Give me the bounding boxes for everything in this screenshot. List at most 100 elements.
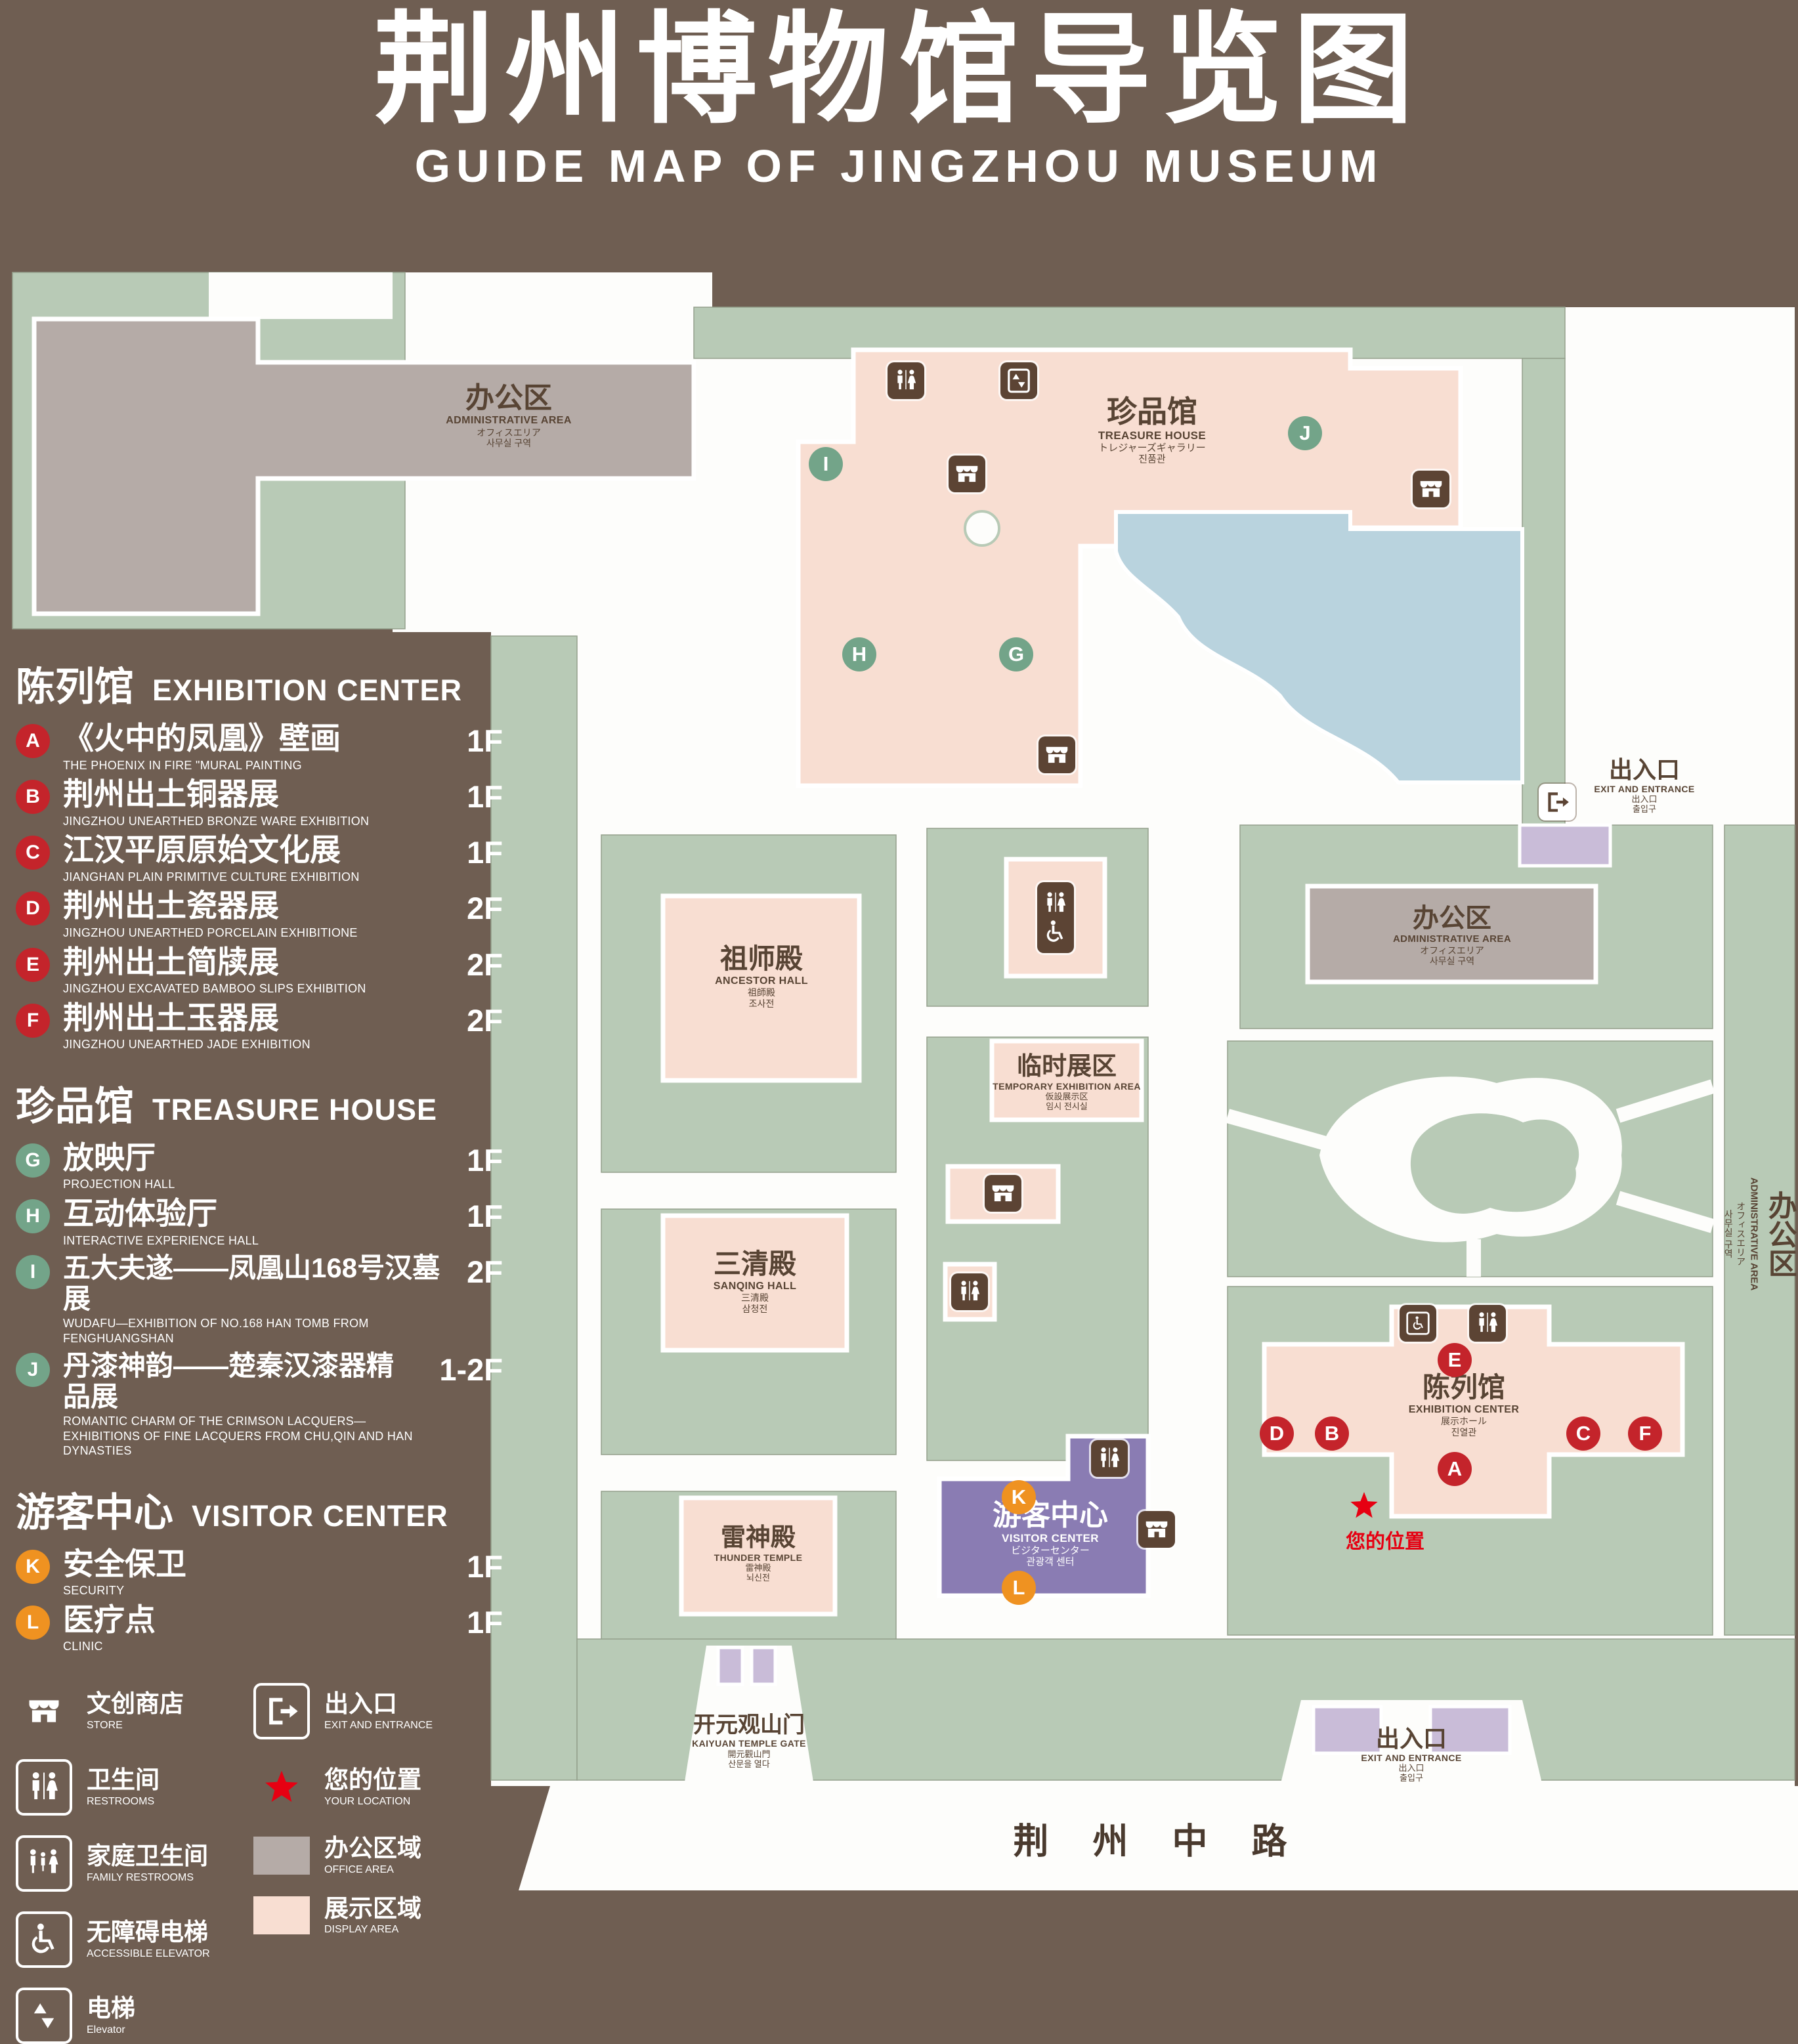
- exhibition-center-label: 陈列馆 EXHIBITION CENTER 展示ホール 진열관: [1409, 1372, 1520, 1437]
- item-floor: 1F: [467, 1198, 503, 1233]
- label-en: ADMINISTRATIVE AREA: [1392, 933, 1512, 945]
- garden-path: [1616, 1079, 1715, 1123]
- item-zh: 五大夫遂——凤凰山168号汉墓展: [63, 1252, 440, 1315]
- label-zh: 出入口: [1608, 756, 1680, 783]
- admin-building-northwest: [32, 316, 696, 616]
- label-jp: 出入口: [1398, 1762, 1424, 1773]
- restroom-icon: [888, 362, 924, 399]
- label-en: EXIT AND ENTRANCE: [1361, 1752, 1462, 1763]
- item-en: PROJECTION HALL: [63, 1178, 175, 1191]
- map-marker-l: L: [1002, 1571, 1036, 1605]
- label-jp: 開元觀山門: [727, 1749, 771, 1759]
- road-label: 荆 州 中 路: [1013, 1821, 1304, 1863]
- garden-path: [1226, 1109, 1335, 1153]
- map-marker-a: A: [1438, 1452, 1472, 1486]
- admin-building-east: [1305, 884, 1598, 985]
- section-title-en: VISITOR CENTER: [192, 1499, 448, 1533]
- section-title-en: EXHIBITION CENTER: [152, 673, 463, 707]
- exit-icon: [253, 1682, 310, 1739]
- label-jp: 三清殿: [740, 1292, 769, 1304]
- item-zh: 安全保卫: [63, 1546, 186, 1581]
- path-notch: [209, 272, 393, 319]
- elevator-icon: [1000, 362, 1037, 399]
- badge-e: E: [16, 947, 50, 982]
- label-jp: 祖師殿: [747, 987, 775, 998]
- item-zh: 放映厅: [63, 1139, 156, 1175]
- label-en: KAIYUAN TEMPLE GATE: [692, 1738, 806, 1749]
- label-kr: 진열관: [1451, 1426, 1477, 1437]
- item-en: JINGZHOU UNEARTHED BRONZE WARE EXHIBITIO…: [63, 814, 370, 828]
- sanqing-hall-building: [660, 1213, 849, 1353]
- item-floor: 1F: [467, 835, 503, 870]
- your-location-star-icon: [1348, 1490, 1380, 1522]
- symbol-en: RESTROOMS: [87, 1795, 155, 1807]
- page-title: 荆州博物馆导览图 GUIDE MAP OF JINGZHOU MUSEUM: [0, 6, 1798, 192]
- badge-b: B: [16, 780, 50, 815]
- label-zh: 开元观山门: [693, 1713, 805, 1738]
- symbol-en: YOUR LOCATION: [324, 1795, 411, 1807]
- accessible-elevator-icon: [1400, 1305, 1436, 1342]
- label-kr: 출입구: [1400, 1772, 1423, 1783]
- label-kr: 진품관: [1138, 454, 1166, 465]
- badge-a: A: [16, 724, 50, 758]
- display-area-swatch: [253, 1896, 310, 1935]
- map-marker-b: B: [1315, 1416, 1349, 1451]
- admin-east-label: 办公区 ADMINISTRATIVE AREA オフィスエリア 사무실 구역: [1393, 903, 1511, 966]
- symbol-zh: 无障碍电梯: [87, 1919, 208, 1946]
- store-icon: [985, 1175, 1021, 1212]
- gate-pad: [716, 1646, 744, 1686]
- exit-icon: [1539, 784, 1575, 820]
- pond: [1114, 510, 1524, 784]
- symbol-zh: 办公区域: [324, 1834, 421, 1862]
- restroom-icon: [16, 1758, 72, 1816]
- label-jp: オフィスエリア: [1420, 945, 1484, 956]
- label-kr: 삼청전: [742, 1303, 768, 1314]
- label-zh: 陈列馆: [1422, 1372, 1505, 1403]
- map-marker-e: E: [1438, 1343, 1472, 1377]
- label-kr: 관광객 센터: [1026, 1556, 1075, 1568]
- item-en: SECURITY: [63, 1584, 125, 1598]
- restroom-icon: [951, 1273, 988, 1310]
- label-jp: 雷神殿: [745, 1563, 771, 1573]
- map-marker-c: C: [1566, 1416, 1600, 1451]
- label-jp: オフィスエリア: [477, 427, 541, 438]
- lawn-west-strip: [490, 635, 578, 1781]
- symbol-zh: 卫生间: [87, 1766, 160, 1794]
- road: [519, 1786, 1798, 1890]
- gate-label: 开元观山门 KAIYUAN TEMPLE GATE 開元觀山門 산문을 열다: [692, 1713, 806, 1769]
- badge-g: G: [16, 1143, 50, 1178]
- symbol-zh: 出入口: [324, 1690, 397, 1718]
- label-zh: 临时展区: [1016, 1052, 1117, 1080]
- item-zh: 荆州出土瓷器展: [63, 888, 279, 924]
- label-kr: 사무실 구역: [1723, 1210, 1734, 1258]
- temporary-exhibition-building: [989, 1038, 1144, 1122]
- store-icon: [1138, 1511, 1175, 1548]
- label-en: VISITOR CENTER: [1002, 1532, 1099, 1545]
- legend-header-visitor: 游客中心 VISITOR CENTER: [16, 1481, 503, 1538]
- label-jp: ビジターセンター: [1011, 1544, 1090, 1556]
- item-zh: 荆州出土玉器展: [63, 1000, 279, 1035]
- item-zh: 互动体验厅: [63, 1195, 217, 1231]
- label-zh: 雷神殿: [720, 1523, 796, 1552]
- sanqing-hall-label: 三清殿 SANQING HALL 三清殿 삼청전: [714, 1248, 797, 1314]
- item-zh: 丹漆神韵——楚秦汉漆器精品展: [63, 1350, 395, 1413]
- item-en: JINGZHOU UNEARTHED PORCELAIN EXHIBITIONE: [63, 926, 358, 939]
- thunder-temple-building: [679, 1495, 838, 1617]
- item-floor: 1F: [467, 1548, 503, 1584]
- museum-map: [12, 272, 1798, 1890]
- label-en: EXIT AND ENTRANCE: [1594, 783, 1695, 794]
- gate-pad: [750, 1646, 777, 1686]
- entrance-pad-south: [1428, 1705, 1512, 1755]
- lawn-east-strip: [1724, 824, 1795, 1636]
- badge-f: F: [16, 1003, 50, 1038]
- symbol-en: OFFICE AREA: [324, 1863, 394, 1875]
- store-icon: [16, 1683, 72, 1739]
- round-pavilion: [964, 510, 1000, 547]
